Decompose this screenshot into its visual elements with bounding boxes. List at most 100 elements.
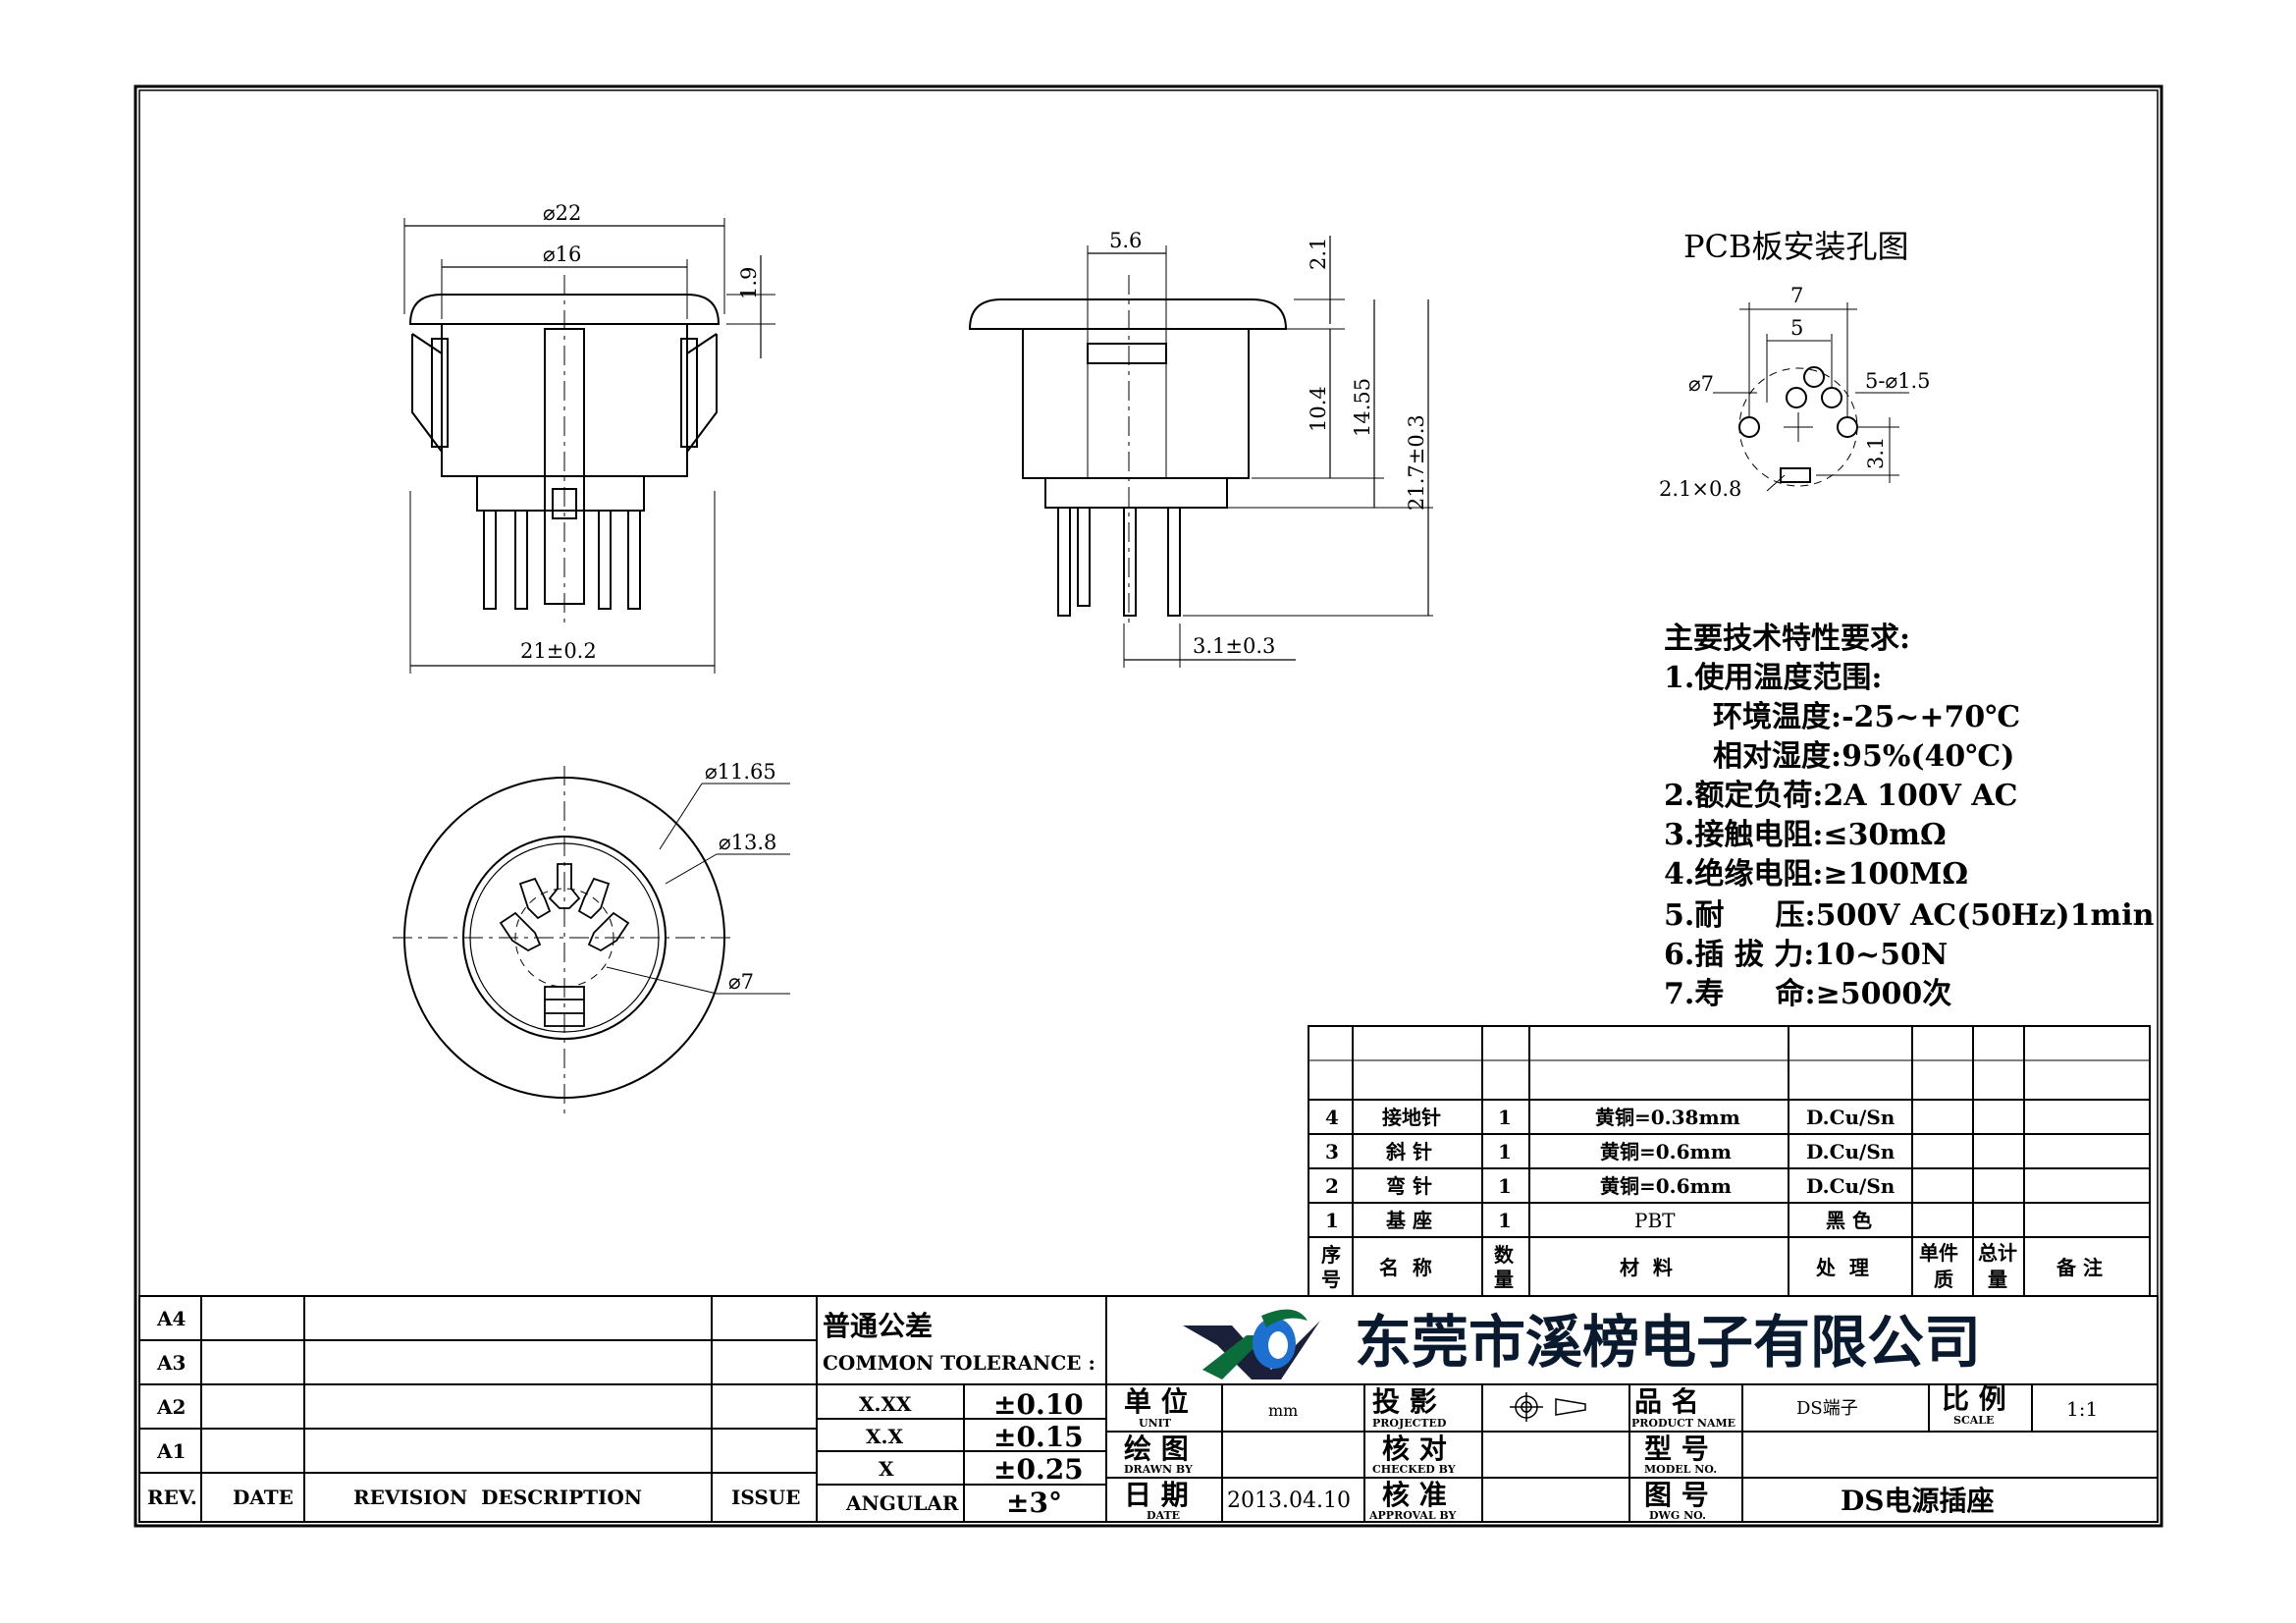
revision-description-label: REVISION DESCRIPTION [353, 1486, 642, 1509]
bom-h-name: 名 称 [1379, 1256, 1432, 1279]
unit-label: 单 位 [1124, 1385, 1189, 1418]
dim-d22: ⌀22 [543, 201, 581, 225]
bom-h-qty1: 数 [1494, 1243, 1515, 1267]
tol-val: ±0.10 [993, 1388, 1084, 1421]
tol-key: X.X [866, 1425, 903, 1448]
approval-en: APPROVAL BY [1368, 1509, 1456, 1522]
bom-mat: 黄铜=0.6mm [1600, 1174, 1732, 1198]
drawn-label: 绘 图 [1124, 1433, 1189, 1465]
projected-en: PROJECTED [1372, 1417, 1447, 1430]
bom-finish: D.Cu/Sn [1806, 1140, 1896, 1163]
tol-val: ±0.15 [993, 1421, 1084, 1453]
dwg-label: 图 号 [1644, 1479, 1709, 1511]
tolerance-table [816, 1295, 1107, 1523]
date-label: DATE [233, 1486, 294, 1509]
checked-en: CHECKED BY [1372, 1463, 1456, 1476]
dim-top: 2.1 [1307, 238, 1330, 270]
bom-h-w1: 单件 [1919, 1241, 1958, 1265]
rev-row: A3 [156, 1351, 186, 1375]
side-view [968, 236, 1433, 668]
tol-key: X.XX [859, 1392, 912, 1416]
spec-line: 6.插 拔 力:10~50N [1664, 938, 1948, 972]
spec-line: 2.额定负荷:2A 100V AC [1664, 779, 2017, 813]
product-name-value: DS端子 [1796, 1398, 1858, 1419]
dim-flange: 1.9 [737, 267, 761, 299]
model-label: 型 号 [1644, 1433, 1709, 1465]
rev-label: REV. [147, 1486, 197, 1509]
dim-total: 21.7±0.3 [1405, 414, 1428, 511]
dim-d7: ⌀7 [728, 970, 754, 994]
dim-overall: 14.55 [1351, 378, 1374, 437]
bom-h-tot2: 量 [1988, 1268, 2007, 1291]
dim-pin-len: 3.1±0.3 [1193, 634, 1275, 658]
pcb-w7: 7 [1790, 284, 1803, 307]
pcb-h31: 3.1 [1864, 437, 1888, 469]
specs-title: 主要技术特性要求: [1664, 622, 1910, 656]
dim-d16: ⌀16 [543, 243, 581, 266]
dim-d1165: ⌀11.65 [705, 760, 776, 784]
bom-qty: 1 [1498, 1209, 1512, 1232]
outer-border [133, 84, 2163, 1528]
company-logo [1183, 1309, 1320, 1380]
unit-en: UNIT [1139, 1417, 1172, 1430]
pcb-d7: ⌀7 [1688, 372, 1714, 396]
issue-label: ISSUE [731, 1486, 801, 1509]
bom-name: 弯 针 [1386, 1174, 1432, 1198]
bom-h-tot1: 总计 [1978, 1241, 2017, 1265]
bom-name: 接地针 [1382, 1106, 1441, 1129]
projection-symbol-icon [1510, 1392, 1586, 1422]
bom-h-no1: 序 [1321, 1243, 1341, 1267]
product-name-label: 品 名 [1634, 1385, 1699, 1418]
drawn-en: DRAWN BY [1124, 1463, 1193, 1476]
spec-line: 1.使用温度范围: [1664, 661, 1882, 695]
bottom-view [393, 766, 790, 1114]
specs-block: 主要技术特性要求: 1.使用温度范围: 环境温度:-25~+70℃ 相对湿度:9… [1664, 622, 2155, 1011]
bom-mat: PBT [1634, 1209, 1676, 1232]
spec-line: 环境温度:-25~+70℃ [1713, 700, 2020, 734]
bom-rows: 4 接地针 1 黄铜=0.38mm D.Cu/Sn 3 斜 针 1 黄铜=0.6… [1321, 1106, 2103, 1291]
scale-label: 比 例 [1942, 1382, 2006, 1415]
pcb-hole-pattern [1713, 302, 1909, 492]
approval-label: 核 准 [1382, 1479, 1447, 1511]
pcb-title: PCB板安装孔图 [1683, 228, 1909, 265]
dwg-en: DWG NO. [1649, 1509, 1706, 1522]
bom-h-mat: 材 料 [1620, 1256, 1673, 1279]
pcb-holes: 5-⌀1.5 [1865, 369, 1931, 393]
spec-line: 5.耐 压:500V AC(50Hz)1min [1664, 898, 2155, 933]
front-view [403, 218, 775, 674]
bom-h-qty2: 量 [1494, 1268, 1514, 1291]
date-value: 2013.04.10 [1227, 1488, 1351, 1513]
spec-line: 3.接触电阻:≤30mΩ [1664, 818, 1947, 852]
bom-no: 1 [1325, 1209, 1339, 1232]
dim-d138: ⌀13.8 [719, 831, 776, 854]
bom-finish: D.Cu/Sn [1806, 1174, 1896, 1198]
bom-name: 基 座 [1386, 1209, 1432, 1232]
model-en: MODEL NO. [1644, 1463, 1717, 1476]
scale-value: 1:1 [2066, 1397, 2098, 1421]
tol-val: ±0.25 [993, 1453, 1084, 1486]
pcb-w5: 5 [1790, 316, 1803, 340]
bom-no: 4 [1325, 1106, 1339, 1129]
dim-pin-gap: 5.6 [1109, 229, 1142, 252]
date-en: DATE [1147, 1509, 1180, 1522]
dim-width: 21±0.2 [520, 639, 597, 663]
projected-label: 投 影 [1372, 1385, 1437, 1418]
rev-row: A2 [156, 1395, 186, 1419]
dim-body: 10.4 [1307, 386, 1330, 432]
revision-table [138, 1295, 818, 1523]
spec-line: 7.寿 命:≥5000次 [1664, 977, 1951, 1011]
bom-qty: 1 [1498, 1106, 1512, 1129]
tol-val: ±3° [1006, 1487, 1062, 1519]
bom-mat: 黄铜=0.6mm [1600, 1140, 1732, 1163]
scale-en: SCALE [1953, 1414, 1994, 1427]
bom-h-finish: 处 理 [1815, 1256, 1869, 1279]
checked-label: 核 对 [1382, 1433, 1447, 1465]
bom-name: 斜 针 [1385, 1140, 1432, 1163]
bom-qty: 1 [1498, 1140, 1512, 1163]
spec-line: 相对湿度:95%(40℃) [1713, 739, 2014, 774]
spec-line: 4.绝缘电阻:≥100MΩ [1664, 857, 1968, 892]
product-name-en: PRODUCT NAME [1631, 1417, 1735, 1430]
dwg-value: DS电源插座 [1841, 1485, 1995, 1517]
unit-value: mm [1268, 1401, 1298, 1420]
